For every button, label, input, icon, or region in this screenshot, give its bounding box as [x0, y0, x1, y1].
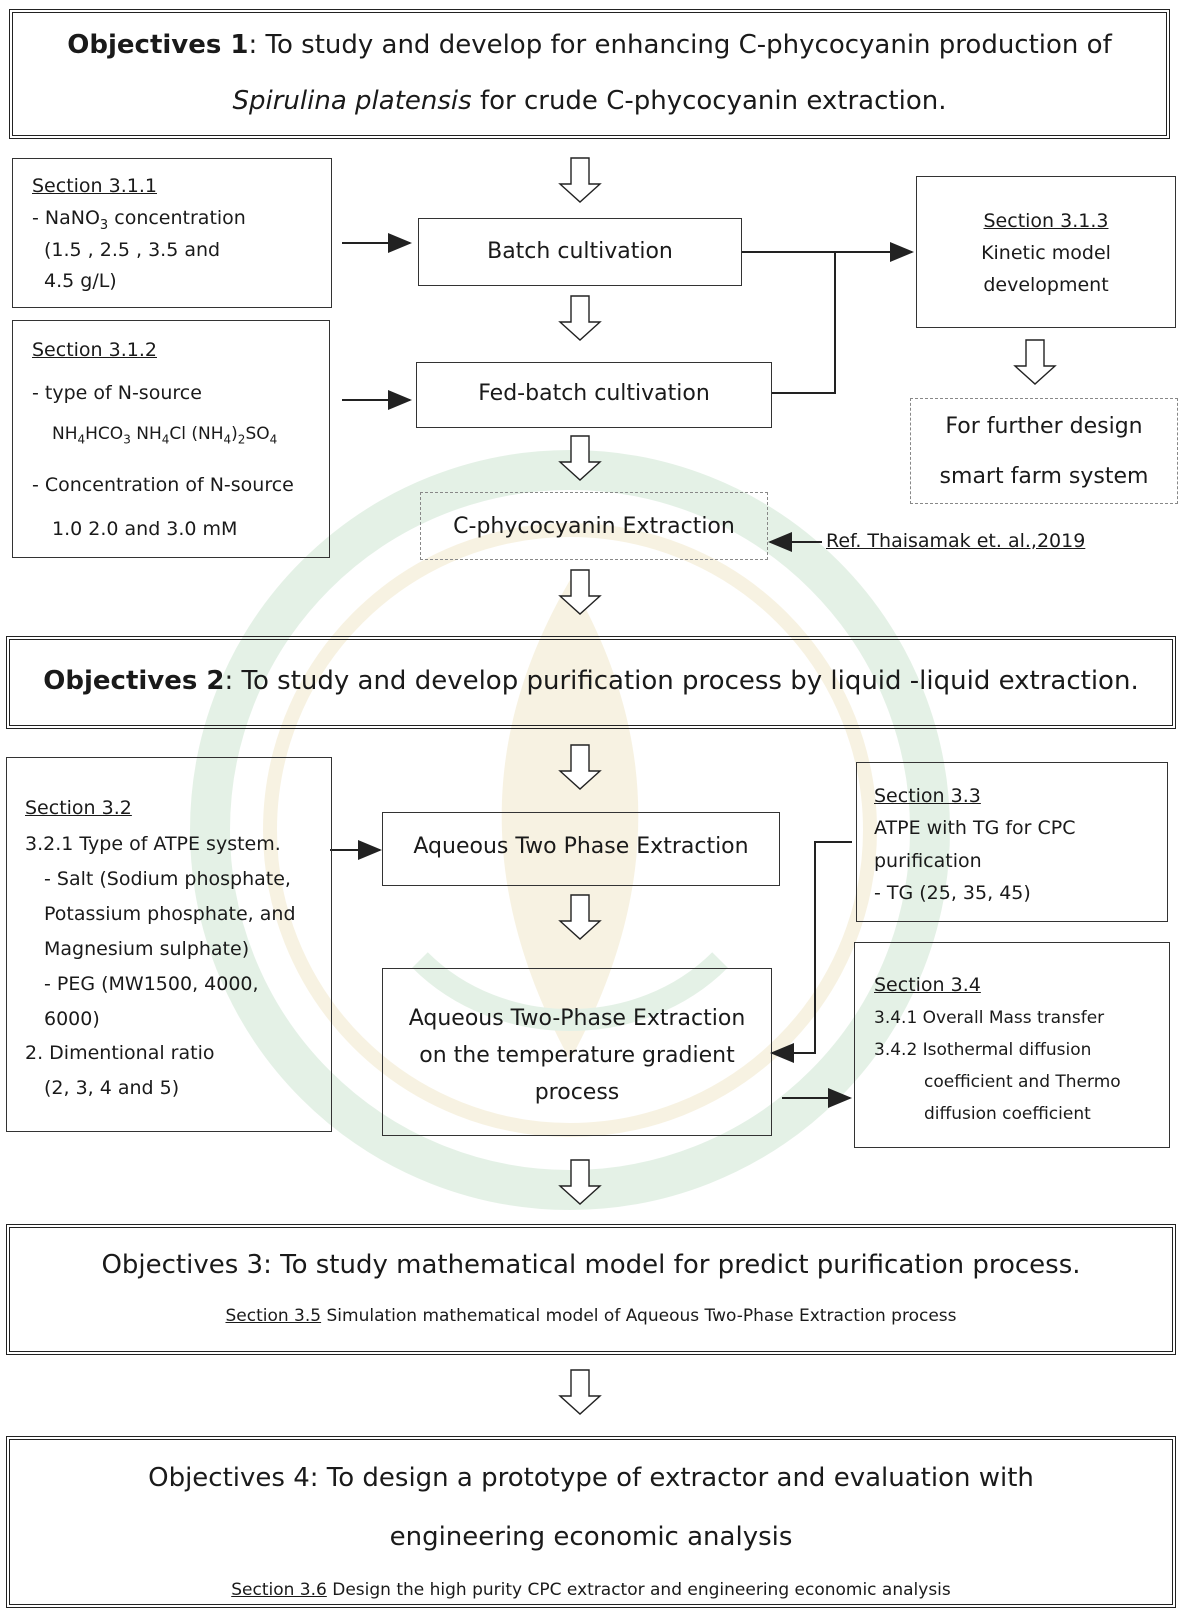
section-3-2-line: Potassium phosphate, and	[44, 903, 296, 925]
down-arrow-2	[558, 295, 602, 341]
objective-1-line2: Spirulina platensis for crude C-phycocya…	[232, 86, 947, 116]
section-3-3-line3: - TG (25, 35, 45)	[874, 882, 1031, 904]
section-3-4-box	[854, 942, 1170, 1148]
section-3-2-line: Magnesium sulphate)	[44, 938, 250, 960]
further-design-line2: smart farm system	[939, 464, 1149, 489]
atpe-tg-line3: process	[534, 1080, 620, 1105]
section-3-1-3-line1: Kinetic model	[981, 242, 1111, 264]
batch-cultivation-box	[418, 218, 742, 286]
down-arrow-3	[558, 435, 602, 481]
further-design-line1: For further design	[945, 414, 1143, 439]
section-3-2-title: Section 3.2	[25, 797, 132, 819]
c-phycocyanin-extraction-label: C-phycocyanin Extraction	[453, 514, 735, 539]
section-3-3-box	[856, 762, 1168, 922]
section-3-3-line2: purification	[874, 850, 982, 872]
objective-2-label: Objectives 2	[43, 666, 225, 696]
section-3-2-line: 6000)	[44, 1008, 100, 1030]
batch-cultivation-label: Batch cultivation	[487, 239, 673, 264]
section-3-1-3-title: Section 3.1.3	[983, 210, 1109, 232]
section-3-1-2-nsources: NH4HCO3 NH4Cl (NH4)2SO4	[52, 424, 278, 447]
section-3-3-title: Section 3.3	[874, 785, 981, 807]
section-3-1-1-line3: 4.5 g/L)	[44, 270, 117, 292]
section-3-4-line2: 3.4.2 Isothermal diffusion	[874, 1040, 1092, 1060]
objective-1-box	[9, 9, 1170, 139]
down-arrow-1	[558, 157, 602, 203]
section-3-1-2-line1: - type of N-source	[32, 382, 202, 404]
down-arrow-9	[1013, 339, 1057, 385]
section-3-1-1-title: Section 3.1.1	[32, 175, 157, 197]
down-arrow-7	[558, 1159, 602, 1205]
atpe-tg-line2: on the temperature gradient	[419, 1043, 735, 1068]
section-3-2-line: 2. Dimentional ratio	[25, 1042, 215, 1064]
section-3-1-2-title: Section 3.1.2	[32, 339, 157, 361]
objective-1-line1: Objectives 1: To study and develop for e…	[67, 30, 1112, 60]
atpe-tg-line1: Aqueous Two-Phase Extraction	[408, 1006, 746, 1031]
section-3-1-3-line2: development	[983, 274, 1109, 296]
section-3-2-line: - Salt (Sodium phosphate,	[44, 868, 291, 890]
section-3-1-1-box	[12, 158, 332, 308]
section-3-4-line3: coefficient and Thermo	[924, 1072, 1121, 1092]
section-3-1-2-box	[12, 320, 330, 558]
section-3-4-title: Section 3.4	[874, 974, 981, 996]
aqueous-two-phase-extraction-label: Aqueous Two Phase Extraction	[413, 834, 749, 859]
further-design-box	[910, 398, 1178, 504]
objective-3-box	[6, 1224, 1176, 1355]
section-3-2-line: - PEG (MW1500, 4000,	[44, 973, 259, 995]
section-3-4-line1: 3.4.1 Overall Mass transfer	[874, 1008, 1105, 1028]
section-3-1-3-box	[916, 176, 1176, 328]
objective-2-box	[6, 636, 1176, 729]
section-3-1-1-line2: (1.5 , 2.5 , 3.5 and	[44, 239, 221, 261]
down-arrow-5	[558, 744, 602, 790]
fed-batch-cultivation-label: Fed-batch cultivation	[478, 381, 710, 406]
section-3-1-2-line4: 1.0 2.0 and 3.0 mM	[52, 518, 238, 540]
aqueous-two-phase-extraction-box	[382, 812, 780, 886]
objective-4-line2: engineering economic analysis	[389, 1522, 793, 1552]
section-3-1-1-line1: - NaNO3 concentration	[32, 207, 246, 233]
fed-batch-cultivation-box	[416, 362, 772, 428]
objective-4-box	[6, 1436, 1176, 1608]
objective-3-section: Section 3.5 Simulation mathematical mode…	[225, 1306, 957, 1326]
down-arrow-4	[558, 569, 602, 615]
section-3-2-line: 3.2.1 Type of ATPE system.	[25, 833, 281, 855]
section-3-2-line: (2, 3, 4 and 5)	[44, 1077, 180, 1099]
reference-text: Ref. Thaisamak et. al.,2019	[826, 530, 1086, 552]
section-3-4-line4: diffusion coefficient	[924, 1104, 1091, 1124]
down-arrow-6	[558, 894, 602, 940]
objective-3-title: Objectives 3: To study mathematical mode…	[101, 1250, 1081, 1280]
objective-4-section: Section 3.6 Design the high purity CPC e…	[231, 1580, 951, 1600]
c-phycocyanin-extraction-box	[420, 492, 768, 560]
section-3-1-2-line3: - Concentration of N-source	[32, 474, 294, 496]
section-3-2-box	[6, 757, 332, 1132]
section-3-3-line1: ATPE with TG for CPC	[874, 817, 1076, 839]
atpe-temperature-gradient-box	[382, 968, 772, 1136]
objective-4-line1: Objectives 4: To design a prototype of e…	[148, 1463, 1034, 1493]
objective-2-text: Objectives 2: To study and develop purif…	[43, 666, 1139, 696]
down-arrow-8	[558, 1369, 602, 1415]
objective-1-label: Objectives 1	[67, 30, 249, 60]
